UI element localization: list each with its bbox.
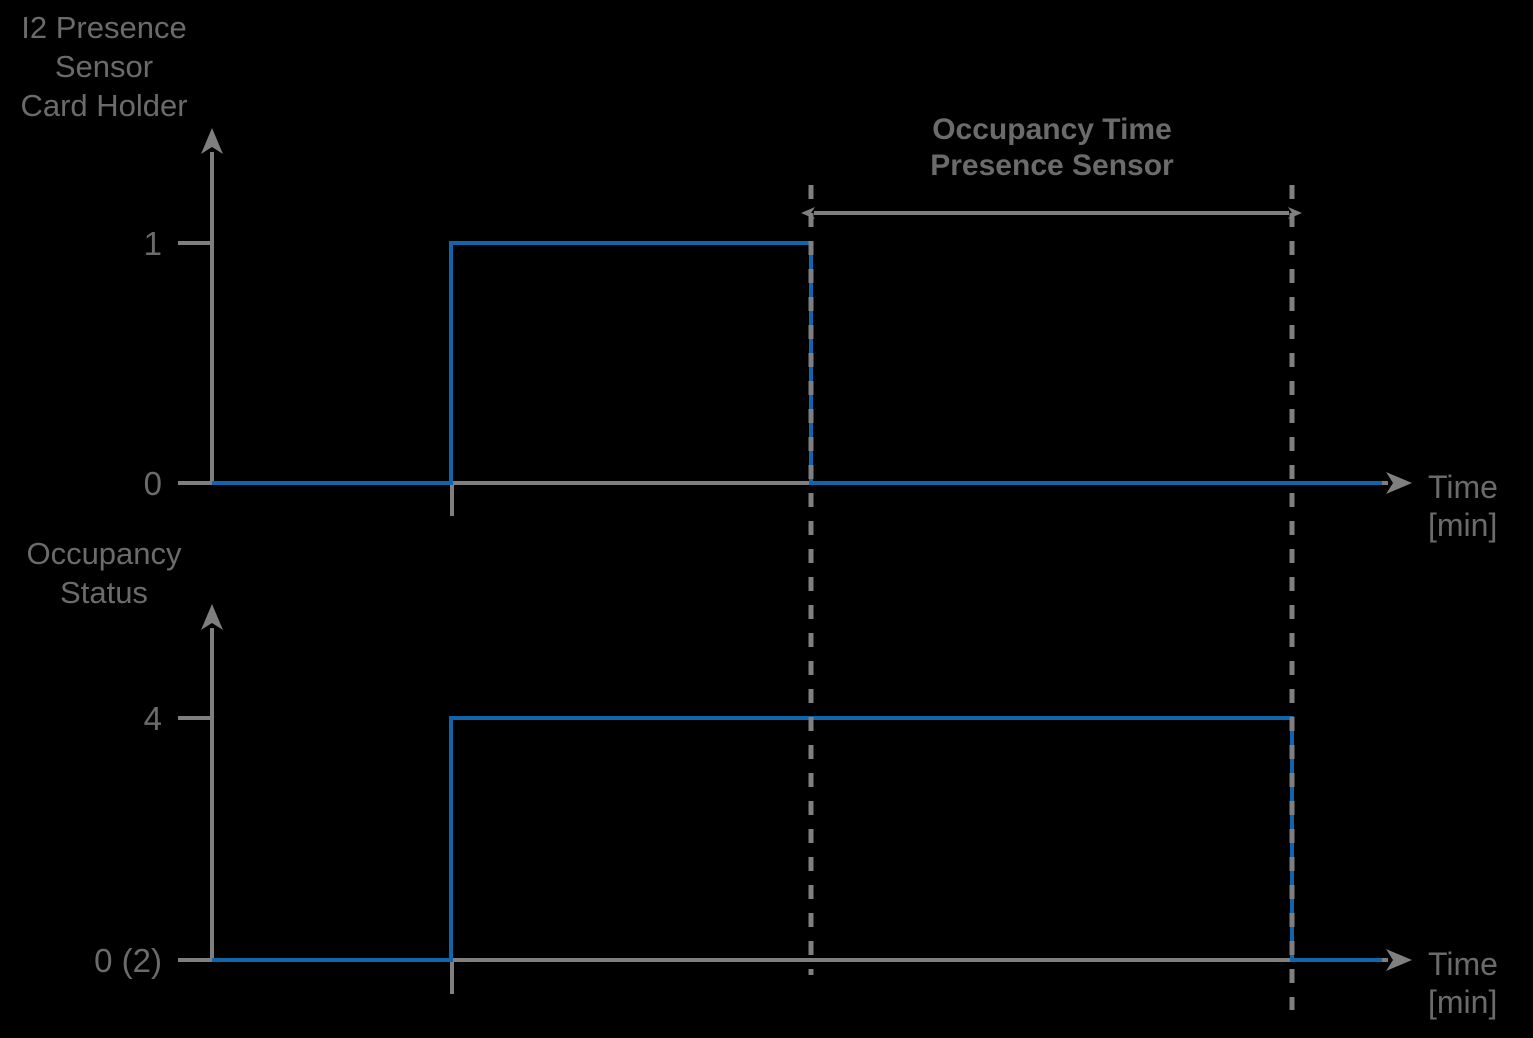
top-ytick-1: 1 bbox=[143, 225, 162, 262]
bottom-ytick-0: 0 (2) bbox=[94, 942, 162, 979]
bottom-occupancy-signal-line bbox=[212, 716, 1382, 962]
top-panel-axis-title: I2 Presence Sensor Card Holder bbox=[20, 10, 188, 123]
top-presence-signal-line bbox=[212, 241, 1382, 485]
top-x-axis-label: Time [min] bbox=[1428, 469, 1498, 543]
bottom-ytick-4: 4 bbox=[143, 700, 162, 737]
bottom-panel-axis-title: Occupancy Status bbox=[26, 536, 182, 610]
top-ytick-0: 0 bbox=[143, 465, 162, 502]
occupancy-time-annotation-label: Occupancy Time Presence Sensor bbox=[930, 113, 1174, 182]
bottom-x-axis-label: Time [min] bbox=[1428, 946, 1498, 1020]
